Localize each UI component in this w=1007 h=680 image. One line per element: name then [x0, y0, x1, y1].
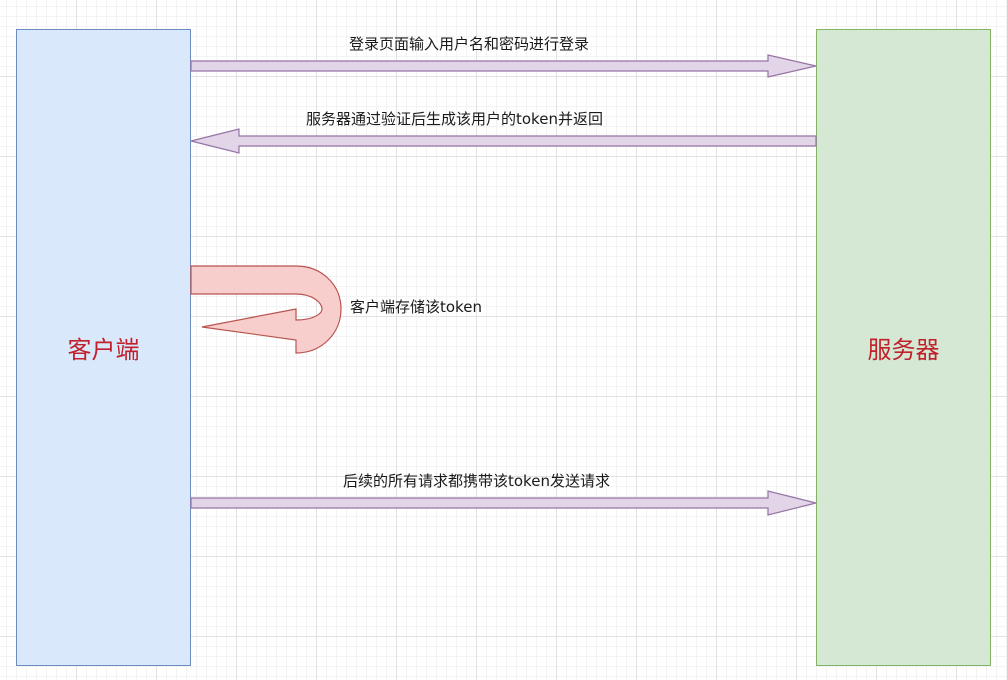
store-token-label: 客户端存储该token [350, 298, 482, 316]
token-response-arrow [190, 128, 817, 154]
subsequent-request-label: 后续的所有请求都携带该token发送请求 [343, 472, 610, 490]
server-node-label: 服务器 [867, 336, 940, 364]
login-request-label: 登录页面输入用户名和密码进行登录 [349, 35, 590, 53]
token-response-label: 服务器通过验证后生成该用户的token并返回 [306, 110, 603, 128]
login-request-arrow [190, 54, 817, 78]
store-token-self-arrow [190, 265, 342, 354]
client-node-label: 客户端 [67, 336, 140, 364]
subsequent-request-arrow [190, 490, 817, 516]
server-node: 服务器 [816, 29, 991, 666]
client-node: 客户端 [16, 29, 191, 666]
